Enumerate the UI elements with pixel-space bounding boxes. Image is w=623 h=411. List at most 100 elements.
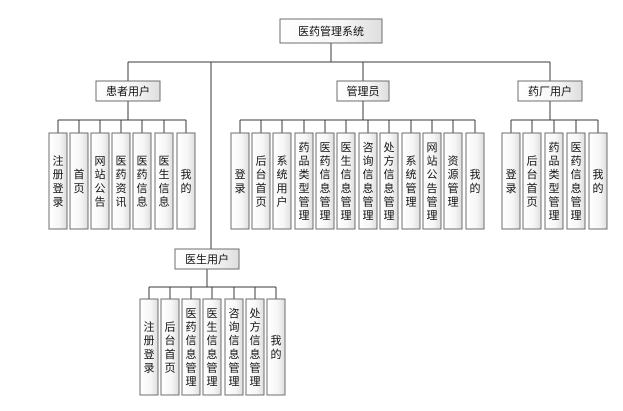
child-node-admin-7: 处方信息管理: [379, 132, 399, 230]
child-node-pharma-4-box: [588, 132, 608, 230]
child-node-pharma-2-box: [544, 132, 564, 230]
child-node-admin-6-box: [358, 132, 378, 230]
child-node-doctor-4: 咨询信息管理: [224, 298, 244, 396]
child-node-admin-4: 医药信息管理: [315, 132, 335, 230]
child-node-admin-0: 登录: [230, 132, 250, 230]
child-node-doctor-5-label: 处方信息管理: [250, 307, 261, 388]
root-node-box: [279, 18, 383, 44]
child-node-doctor-5: 处方信息管理: [245, 298, 265, 396]
child-node-doctor-6-label: 我的: [271, 334, 282, 361]
child-node-patient-4: 医药信息: [132, 132, 152, 230]
child-node-doctor-6: 我的: [266, 298, 286, 396]
group-node-patient: 患者用户: [95, 80, 161, 102]
child-node-patient-3-box: [111, 132, 131, 230]
child-node-doctor-3: 医生信息管理: [202, 298, 222, 396]
child-node-doctor-4-box: [224, 298, 244, 396]
root-node: 医药管理系统: [279, 18, 383, 44]
child-node-doctor-5-box: [245, 298, 265, 396]
child-node-doctor-3-label: 医生信息管理: [207, 307, 218, 388]
child-node-admin-3: 药品类型管理: [294, 132, 314, 230]
child-node-patient-1-box: [69, 132, 89, 230]
child-node-pharma-1-label: 后台首页: [527, 155, 538, 209]
child-node-patient-1-label: 首页: [74, 167, 85, 195]
child-node-patient-4-box: [132, 132, 152, 230]
group-node-doctor: 医生用户: [174, 248, 240, 270]
child-node-patient-0-label: 注册登录: [53, 154, 64, 209]
child-node-admin-9-box: [422, 132, 442, 230]
child-node-pharma-1-box: [522, 132, 542, 230]
child-node-admin-4-label: 医药信息管理: [320, 141, 331, 222]
group-node-pharma-label: 药厂用户: [528, 84, 572, 98]
child-node-doctor-1-label: 后台首页: [165, 321, 176, 375]
child-node-admin-1-label: 后台首页: [256, 155, 267, 209]
child-node-admin-10: 资源管理: [443, 132, 463, 230]
child-node-pharma-4-label: 我的: [593, 168, 604, 195]
child-node-admin-8-box: [401, 132, 421, 230]
child-node-doctor-1-box: [160, 298, 180, 396]
child-node-doctor-0-label: 注册登录: [144, 320, 155, 375]
child-node-pharma-1: 后台首页: [522, 132, 542, 230]
child-node-doctor-2: 医药信息管理: [181, 298, 201, 396]
child-node-pharma-4: 我的: [588, 132, 608, 230]
child-node-admin-11-box: [465, 132, 485, 230]
group-node-admin-box: [336, 80, 390, 102]
child-node-patient-6: 我的: [176, 132, 196, 230]
group-node-patient-box: [95, 80, 161, 102]
child-node-patient-1: 首页: [69, 132, 89, 230]
child-node-patient-5-box: [154, 132, 174, 230]
child-node-patient-4-label: 医药信息: [137, 155, 148, 209]
root-node-label: 医药管理系统: [298, 24, 364, 38]
child-node-doctor-4-label: 咨询信息管理: [229, 306, 240, 388]
child-node-admin-5-box: [336, 132, 356, 230]
child-node-admin-8-label: 系统管理: [406, 155, 417, 209]
child-node-admin-2-box: [272, 132, 292, 230]
child-node-patient-6-box: [176, 132, 196, 230]
child-node-pharma-2: 药品类型管理: [544, 132, 564, 230]
child-node-admin-3-label: 药品类型管理: [299, 141, 310, 222]
child-node-admin-6-label: 咨询信息管理: [363, 140, 374, 222]
child-node-pharma-0-box: [501, 132, 521, 230]
child-node-patient-3: 医药资讯: [111, 132, 131, 230]
group-node-doctor-label: 医生用户: [185, 252, 229, 266]
child-node-patient-5: 医生信息: [154, 132, 174, 230]
child-node-admin-5-label: 医生信息管理: [341, 141, 352, 222]
child-node-patient-2: 网站公告: [90, 132, 110, 230]
child-node-doctor-2-label: 医药信息管理: [186, 307, 197, 388]
child-node-patient-6-label: 我的: [181, 168, 192, 195]
child-node-admin-6: 咨询信息管理: [358, 132, 378, 230]
child-node-patient-3-label: 医药资讯: [116, 155, 127, 209]
child-node-pharma-3: 医药信息管理: [566, 132, 586, 230]
group-node-admin: 管理员: [336, 80, 390, 102]
child-node-admin-0-label: 登录: [235, 167, 246, 195]
child-node-admin-11: 我的: [465, 132, 485, 230]
child-node-admin-9: 网站公告管理: [422, 132, 442, 230]
child-node-patient-5-label: 医生信息: [159, 155, 170, 209]
child-node-admin-3-box: [294, 132, 314, 230]
child-node-doctor-3-box: [202, 298, 222, 396]
child-node-pharma-2-label: 药品类型管理: [549, 141, 560, 222]
child-node-pharma-0: 登录: [501, 132, 521, 230]
child-node-admin-7-label: 处方信息管理: [384, 141, 395, 222]
child-node-patient-0: 注册登录: [48, 132, 68, 230]
child-node-pharma-0-label: 登录: [506, 167, 517, 195]
child-node-admin-5: 医生信息管理: [336, 132, 356, 230]
child-node-patient-2-box: [90, 132, 110, 230]
child-node-admin-11-label: 我的: [470, 168, 481, 195]
child-node-patient-0-box: [48, 132, 68, 230]
child-node-admin-7-box: [379, 132, 399, 230]
child-node-pharma-3-box: [566, 132, 586, 230]
child-node-doctor-0-box: [139, 298, 159, 396]
group-node-doctor-box: [174, 248, 240, 270]
child-node-admin-4-box: [315, 132, 335, 230]
child-node-doctor-6-box: [266, 298, 286, 396]
group-node-patient-label: 患者用户: [106, 84, 150, 98]
group-node-admin-label: 管理员: [347, 84, 380, 98]
child-node-admin-2-label: 系统用户: [277, 155, 288, 209]
child-node-doctor-1: 后台首页: [160, 298, 180, 396]
child-node-admin-9-label: 网站公告管理: [427, 141, 438, 222]
group-node-pharma-box: [517, 80, 583, 102]
child-node-admin-1-box: [251, 132, 271, 230]
child-node-admin-1: 后台首页: [251, 132, 271, 230]
child-node-patient-2-label: 网站公告: [95, 155, 106, 209]
